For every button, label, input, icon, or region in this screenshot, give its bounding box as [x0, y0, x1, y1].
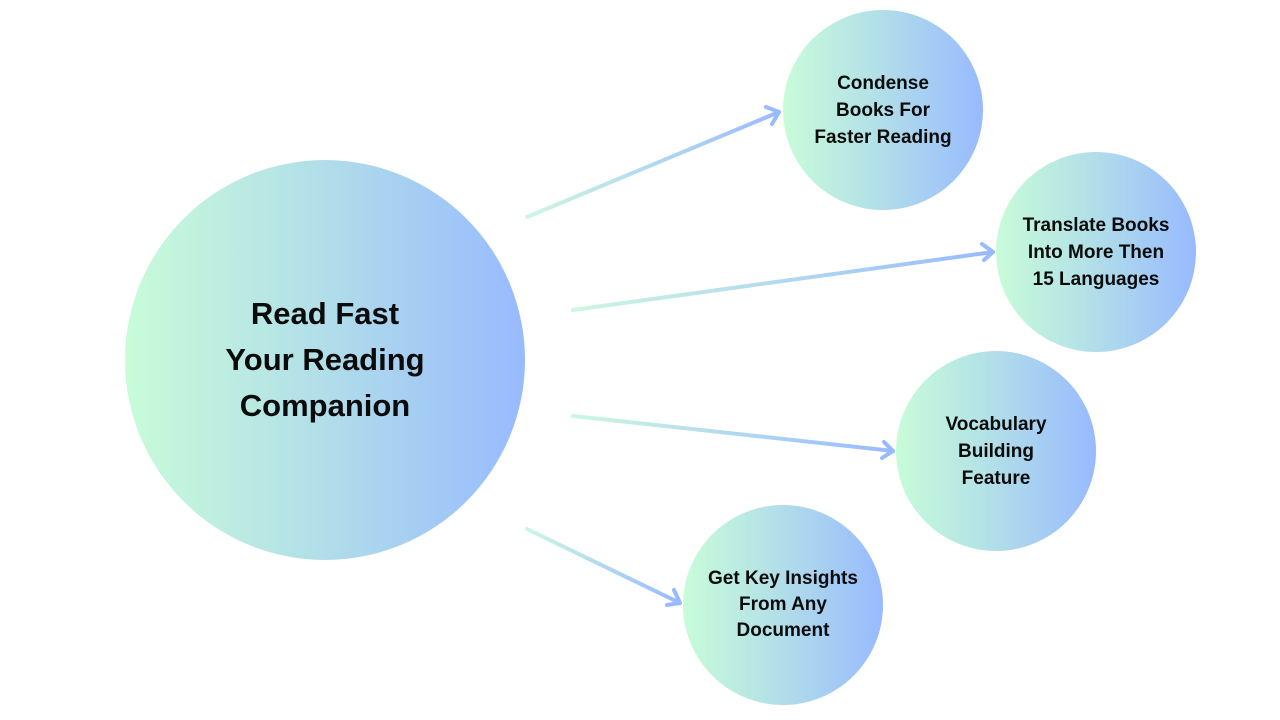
feature-label-line: 15 Languages — [1032, 268, 1160, 290]
feature-label-line: Building — [958, 440, 1034, 462]
feature-label-line: Faster Reading — [814, 126, 952, 148]
feature-label: Vocabulary Building Feature — [945, 411, 1046, 492]
hub-title-line: Your Reading — [225, 342, 425, 377]
hub-title-line: Companion — [239, 388, 411, 423]
feature-label: Translate Books Into More Then 15 Langua… — [1023, 212, 1170, 293]
arrow-to-translate — [571, 242, 995, 312]
arrow-to-vocab — [571, 414, 895, 460]
feature-label-line: From Any — [739, 594, 827, 615]
feature-circle-vocabulary: Vocabulary Building Feature — [896, 351, 1096, 551]
feature-label-line: Condense — [837, 72, 929, 94]
feature-circle-insights: Get Key Insights From Any Document — [683, 505, 883, 705]
feature-label-line: Document — [736, 620, 830, 641]
feature-label: Condense Books For Faster Reading — [814, 70, 951, 151]
feature-label: Get Key Insights From Any Document — [708, 566, 858, 644]
hub-title-line: Read Fast — [250, 296, 400, 331]
feature-label-line: Feature — [961, 467, 1031, 489]
arrow-to-condense — [525, 105, 781, 219]
feature-label-line: Get Key Insights — [708, 568, 858, 589]
feature-circle-condense: Condense Books For Faster Reading — [783, 10, 983, 210]
hub-title: Read Fast Your Reading Companion — [225, 291, 424, 429]
feature-label-line: Books For — [836, 99, 930, 121]
arrow-to-insights — [525, 527, 682, 607]
feature-label-line: Into More Then — [1027, 241, 1165, 263]
feature-circle-translate: Translate Books Into More Then 15 Langua… — [996, 152, 1196, 352]
feature-label-line: Vocabulary — [945, 413, 1047, 435]
feature-label-line: Translate Books — [1022, 214, 1170, 236]
hub-circle: Read Fast Your Reading Companion — [125, 160, 525, 560]
